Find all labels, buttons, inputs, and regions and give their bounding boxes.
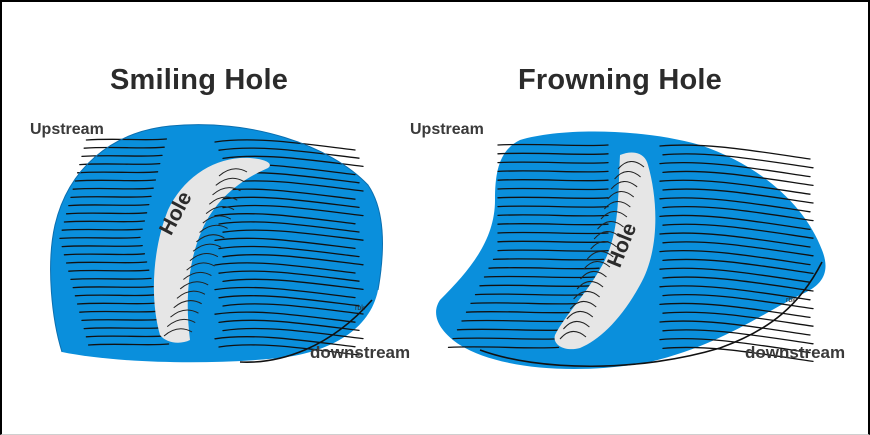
flow-line	[67, 262, 147, 263]
flow-line	[82, 319, 162, 320]
flow-line	[75, 295, 155, 296]
signature-left: rbk	[355, 305, 365, 312]
flow-line	[62, 246, 142, 247]
title-frowning-hole: Frowning Hole	[518, 64, 722, 97]
flow-line	[64, 254, 144, 255]
flow-line	[89, 344, 169, 345]
flow-line	[82, 155, 162, 156]
flow-line	[60, 237, 140, 238]
flow-line	[69, 205, 149, 206]
flow-line	[67, 213, 147, 214]
flow-line	[71, 196, 151, 197]
flow-line	[71, 278, 151, 279]
flow-line	[78, 172, 158, 173]
flow-line	[69, 270, 149, 271]
flow-line	[73, 287, 153, 288]
downstream-label-right: downstream	[745, 343, 845, 363]
smiling-hole-diagram	[51, 125, 383, 363]
upstream-label-left: Upstream	[30, 121, 104, 139]
flow-line	[64, 221, 144, 222]
flow-line	[80, 164, 160, 165]
flow-line	[86, 336, 166, 337]
flow-line	[78, 303, 158, 304]
flow-line	[62, 229, 142, 230]
flow-line	[84, 328, 164, 329]
flow-line	[75, 180, 155, 181]
downstream-label-left: downstream	[310, 343, 410, 363]
flow-line	[84, 147, 164, 148]
flow-line	[73, 188, 153, 189]
signature-right: rbk	[786, 297, 796, 304]
upstream-label-right: Upstream	[410, 121, 484, 139]
flow-line	[86, 139, 166, 140]
flow-line	[80, 311, 160, 312]
title-smiling-hole: Smiling Hole	[110, 64, 288, 97]
